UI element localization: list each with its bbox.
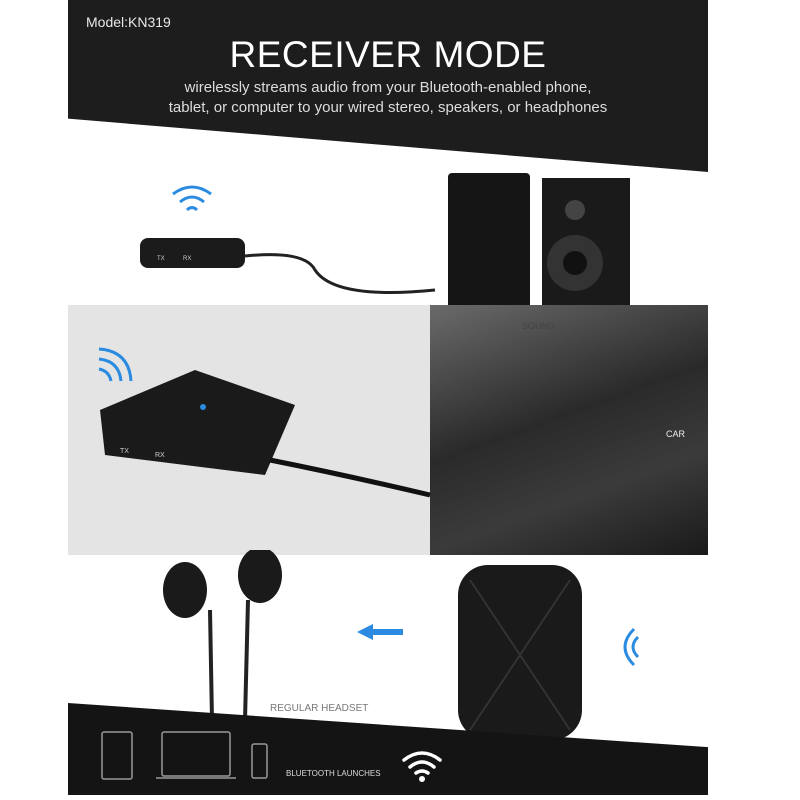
model-number: Model:KN319 [86,14,171,30]
bluetooth-launches-label: BLUETOOTH LAUNCHES [286,769,381,778]
laptop-icon [161,731,231,777]
devices-icons [101,731,268,780]
rx-label: RX [155,452,165,459]
tablet-icon [101,731,133,780]
wifi-icon [402,751,442,782]
car-label: CAR [666,429,686,439]
wireless-signal-icon [172,185,212,212]
tx-label: TX [157,256,165,262]
headset-label: REGULAR HEADSET [270,703,369,714]
receiver-device-large: TX RX [100,370,431,498]
sound-label: SOUND [522,321,555,331]
speakers-image [448,173,630,313]
earphones-image [163,550,282,720]
car-interior-photo [430,305,708,555]
subtitle: wirelessly streams audio from your Bluet… [68,78,708,118]
receiver-device-with-cable: TX RX [140,238,436,294]
receiver-device-upright [458,565,582,740]
page-title: RECEIVER MODE [229,34,547,75]
subtitle-line-1: wirelessly streams audio from your Bluet… [184,79,592,96]
wireless-signal-icon [623,627,640,667]
wireless-signal-icon [98,347,133,382]
rx-label: RX [183,256,191,262]
subtitle-line-2: tablet, or computer to your wired stereo… [168,99,608,116]
tx-label: TX [120,448,129,455]
arrow-left-icon [357,624,403,640]
phone-icon [251,743,268,779]
